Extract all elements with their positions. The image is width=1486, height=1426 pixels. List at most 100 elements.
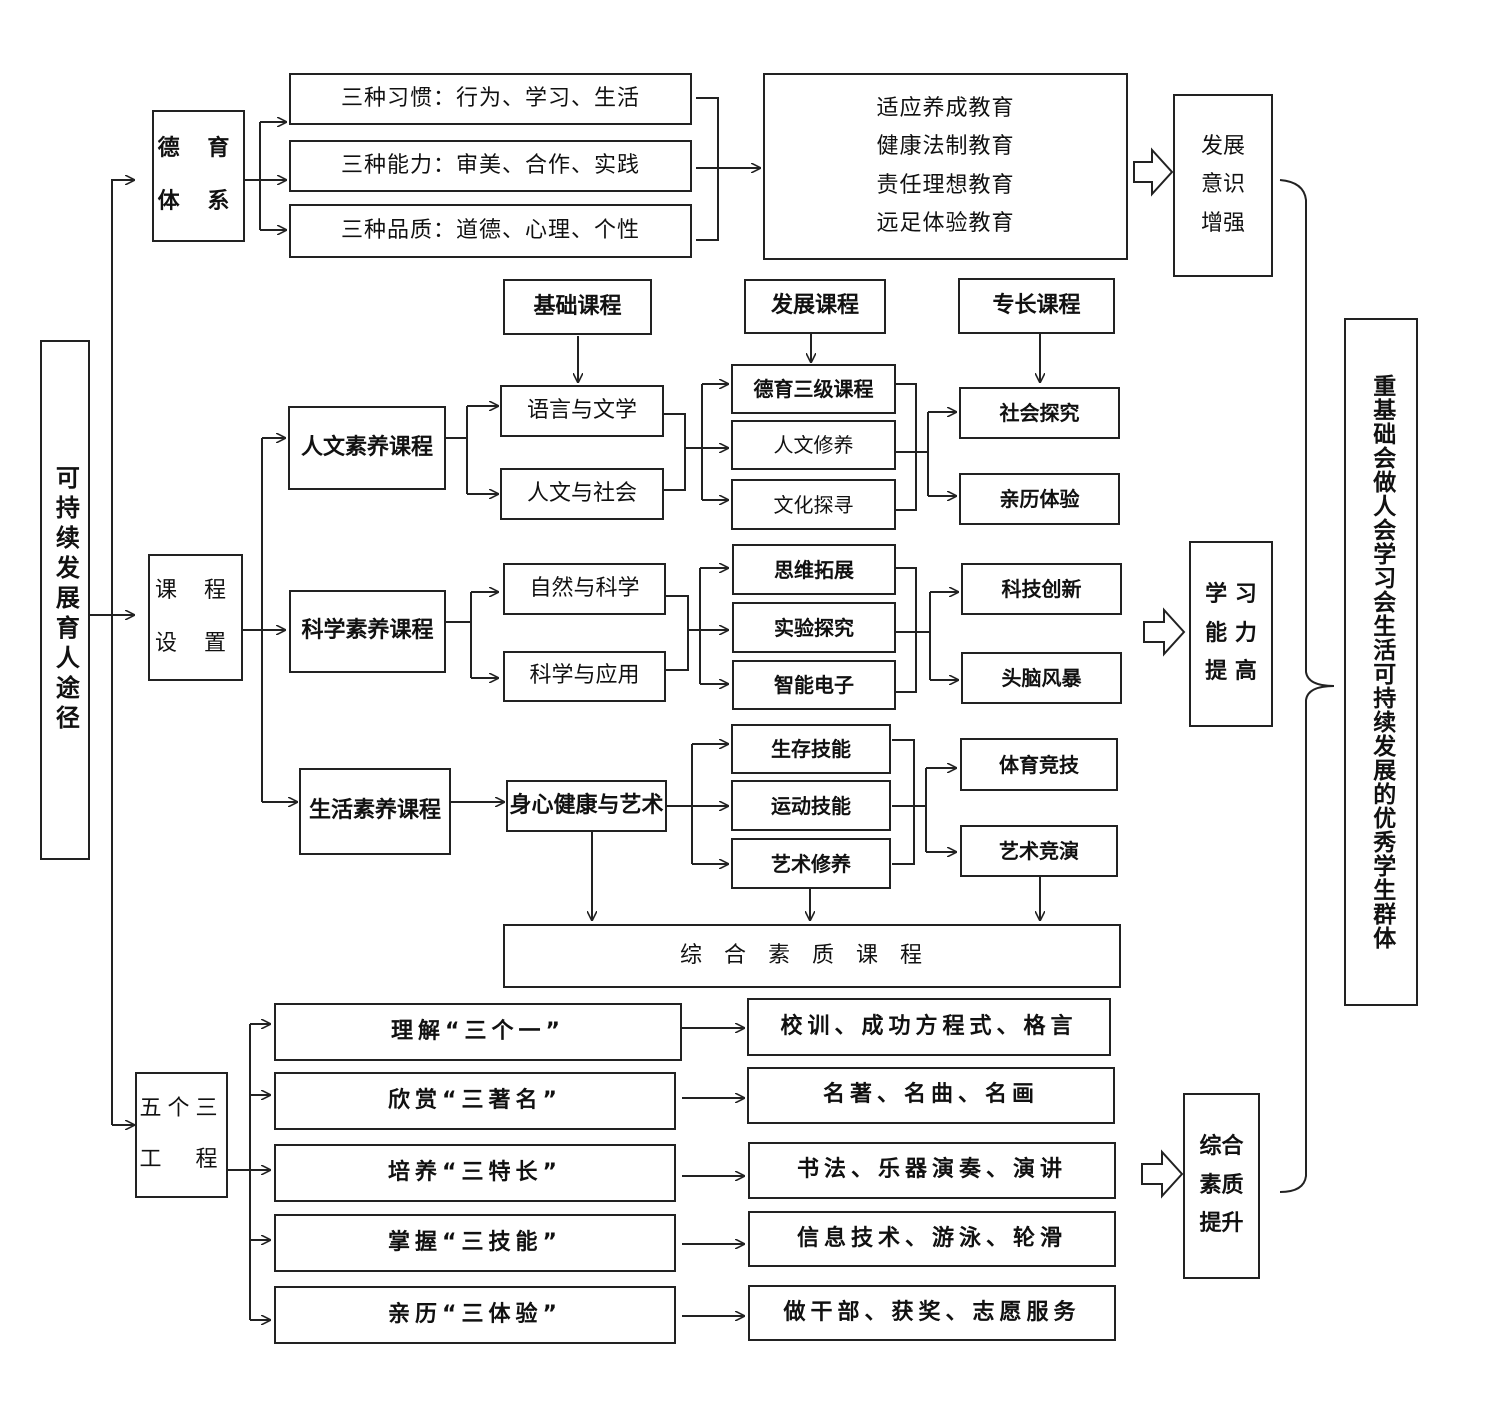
moral-habits-text: 三种习惯：行为、学习、生活 bbox=[340, 85, 640, 111]
education-item: 远足体验教育 bbox=[876, 210, 1015, 236]
project-understand: 理解“三个一” bbox=[274, 1003, 682, 1061]
result-text: 提升 bbox=[1199, 1211, 1244, 1237]
result-text: 学 习 bbox=[1205, 582, 1257, 608]
category-text: 生活素养课程 bbox=[308, 798, 441, 824]
basic-course-science-application: 科学与应用 bbox=[503, 651, 666, 702]
course-text: 社会探究 bbox=[999, 401, 1080, 425]
content-masterpieces: 名著、名曲、名画 bbox=[747, 1067, 1115, 1124]
education-item: 健康法制教育 bbox=[876, 134, 1015, 160]
specialty-personal-experience: 亲历体验 bbox=[959, 473, 1120, 525]
dev-course-experiment-inquiry: 实验探究 bbox=[732, 602, 896, 653]
content-cadre-awards: 做干部、获奖、志愿服务 bbox=[748, 1285, 1116, 1341]
content-text: 校训、成功方程式、格言 bbox=[780, 1013, 1078, 1039]
specialty-brainstorm: 头脑风暴 bbox=[961, 652, 1122, 704]
result-text: 综合 bbox=[1199, 1134, 1244, 1160]
left-label-text: 可持续发展育人途径 bbox=[51, 465, 80, 735]
course-setting-box: 课 程 设 置 bbox=[148, 554, 243, 681]
outstanding-student-group-label: 重基础会做人会学习会生活可持续发展的优秀学生群体 bbox=[1344, 318, 1418, 1006]
moral-habits-box: 三种习惯：行为、学习、生活 bbox=[289, 73, 692, 125]
moral-abilities-box: 三种能力：审美、合作、实践 bbox=[289, 140, 692, 192]
dev-course-smart-electronics: 智能电子 bbox=[732, 660, 896, 710]
result-text: 素质 bbox=[1199, 1172, 1244, 1198]
course-text: 自然与科学 bbox=[529, 575, 640, 601]
specialty-sports-competition: 体育竞技 bbox=[960, 738, 1118, 791]
course-text: 头脑风暴 bbox=[1001, 666, 1082, 690]
content-calligraphy: 书法、乐器演奏、演讲 bbox=[748, 1142, 1116, 1199]
result-text: 能 力 bbox=[1205, 620, 1257, 646]
five-three-projects-box: 五个三 工 程 bbox=[135, 1072, 228, 1198]
category-text: 人文素养课程 bbox=[300, 434, 433, 460]
category-text: 科学素养课程 bbox=[301, 618, 434, 644]
moral-system-box: 德 育 体 系 bbox=[152, 110, 245, 242]
result-text: 发展 bbox=[1200, 133, 1245, 159]
course-text: 实验探究 bbox=[774, 615, 854, 640]
basic-course-nature-science: 自然与科学 bbox=[503, 563, 666, 615]
result-text: 增强 bbox=[1200, 210, 1245, 236]
course-text: 德育三级课程 bbox=[753, 377, 874, 401]
course-text: 艺术修养 bbox=[771, 851, 851, 876]
course-text: 身心健康与艺术 bbox=[509, 792, 664, 818]
course-text: 文化探寻 bbox=[773, 492, 854, 517]
learning-ability-box: 学 习 能 力 提 高 bbox=[1189, 541, 1273, 727]
tier-development-box: 发展课程 bbox=[744, 279, 886, 334]
moral-qualities-box: 三种品质：道德、心理、个性 bbox=[289, 204, 692, 258]
course-text: 体育竞技 bbox=[999, 752, 1079, 777]
course-setting-text: 课 程 设 置 bbox=[155, 577, 236, 656]
project-appreciate: 欣赏“三著名” bbox=[274, 1072, 676, 1130]
development-awareness-box: 发展 意识 增强 bbox=[1173, 94, 1273, 277]
project-text: 掌握“三技能” bbox=[388, 1229, 562, 1255]
course-text: 运动技能 bbox=[771, 793, 851, 818]
comprehensive-text: 综合素质课程 bbox=[679, 942, 944, 968]
content-text: 书法、乐器演奏、演讲 bbox=[796, 1157, 1067, 1183]
specialty-tech-innovation: 科技创新 bbox=[961, 563, 1122, 615]
basic-course-language-literature: 语言与文学 bbox=[500, 385, 664, 437]
project-text: 亲历“三体验” bbox=[388, 1301, 562, 1327]
project-text: 欣赏“三著名” bbox=[388, 1087, 562, 1113]
result-text: 意识 bbox=[1200, 172, 1245, 198]
basic-course-humanities-society: 人文与社会 bbox=[500, 468, 664, 520]
content-it-skills: 信息技术、游泳、轮滑 bbox=[748, 1211, 1116, 1267]
content-text: 信息技术、游泳、轮滑 bbox=[796, 1225, 1067, 1251]
tier-text: 专长课程 bbox=[992, 292, 1081, 318]
humanities-category-box: 人文素养课程 bbox=[288, 406, 446, 490]
block-arrow-five bbox=[1141, 1149, 1184, 1199]
dev-course-art-cultivation: 艺术修养 bbox=[731, 838, 891, 889]
project-text: 培养“三特长” bbox=[388, 1159, 562, 1185]
moral-system-text: 德 育 体 系 bbox=[157, 136, 240, 214]
course-text: 生存技能 bbox=[771, 737, 851, 761]
tier-text: 发展课程 bbox=[770, 293, 859, 319]
education-item: 责任理想教育 bbox=[876, 172, 1015, 198]
comprehensive-quality-course-box: 综合素质课程 bbox=[503, 924, 1121, 988]
specialty-art-performance: 艺术竞演 bbox=[960, 825, 1118, 877]
dev-course-survival-skills: 生存技能 bbox=[731, 724, 891, 774]
block-arrow-moral bbox=[1133, 147, 1174, 197]
five-label-text: 五个三 工 程 bbox=[139, 1096, 224, 1172]
course-text: 科学与应用 bbox=[529, 663, 640, 689]
project-master: 掌握“三技能” bbox=[274, 1214, 676, 1272]
course-text: 科技创新 bbox=[1001, 577, 1082, 601]
project-text: 理解“三个一” bbox=[391, 1018, 565, 1044]
result-text: 提 高 bbox=[1205, 659, 1257, 685]
tier-text: 基础课程 bbox=[533, 293, 622, 319]
project-cultivate: 培养“三特长” bbox=[274, 1144, 676, 1202]
comprehensive-quality-improve-box: 综合 素质 提升 bbox=[1183, 1093, 1260, 1279]
block-arrow-course bbox=[1143, 607, 1186, 657]
basic-course-health-art: 身心健康与艺术 bbox=[506, 780, 667, 832]
dev-course-sports-skills: 运动技能 bbox=[731, 780, 891, 831]
science-category-box: 科学素养课程 bbox=[289, 590, 446, 673]
dev-course-humanistic-cultivation: 人文修养 bbox=[731, 420, 896, 470]
content-text: 做干部、获奖、志愿服务 bbox=[783, 1299, 1081, 1325]
specialty-social-inquiry: 社会探究 bbox=[959, 387, 1120, 439]
tier-specialty-box: 专长课程 bbox=[958, 278, 1115, 334]
sustainable-education-approach-label: 可持续发展育人途径 bbox=[40, 340, 90, 860]
moral-abilities-text: 三种能力：审美、合作、实践 bbox=[340, 152, 640, 178]
course-text: 人文修养 bbox=[773, 433, 854, 457]
dev-course-thinking-expansion: 思维拓展 bbox=[732, 544, 896, 595]
content-text: 名著、名曲、名画 bbox=[822, 1082, 1039, 1108]
content-school-motto: 校训、成功方程式、格言 bbox=[747, 998, 1111, 1056]
course-text: 智能电子 bbox=[774, 673, 854, 697]
moral-qualities-text: 三种品质：道德、心理、个性 bbox=[340, 217, 640, 243]
course-text: 艺术竞演 bbox=[999, 839, 1079, 863]
dev-course-moral-three-level: 德育三级课程 bbox=[731, 364, 896, 414]
